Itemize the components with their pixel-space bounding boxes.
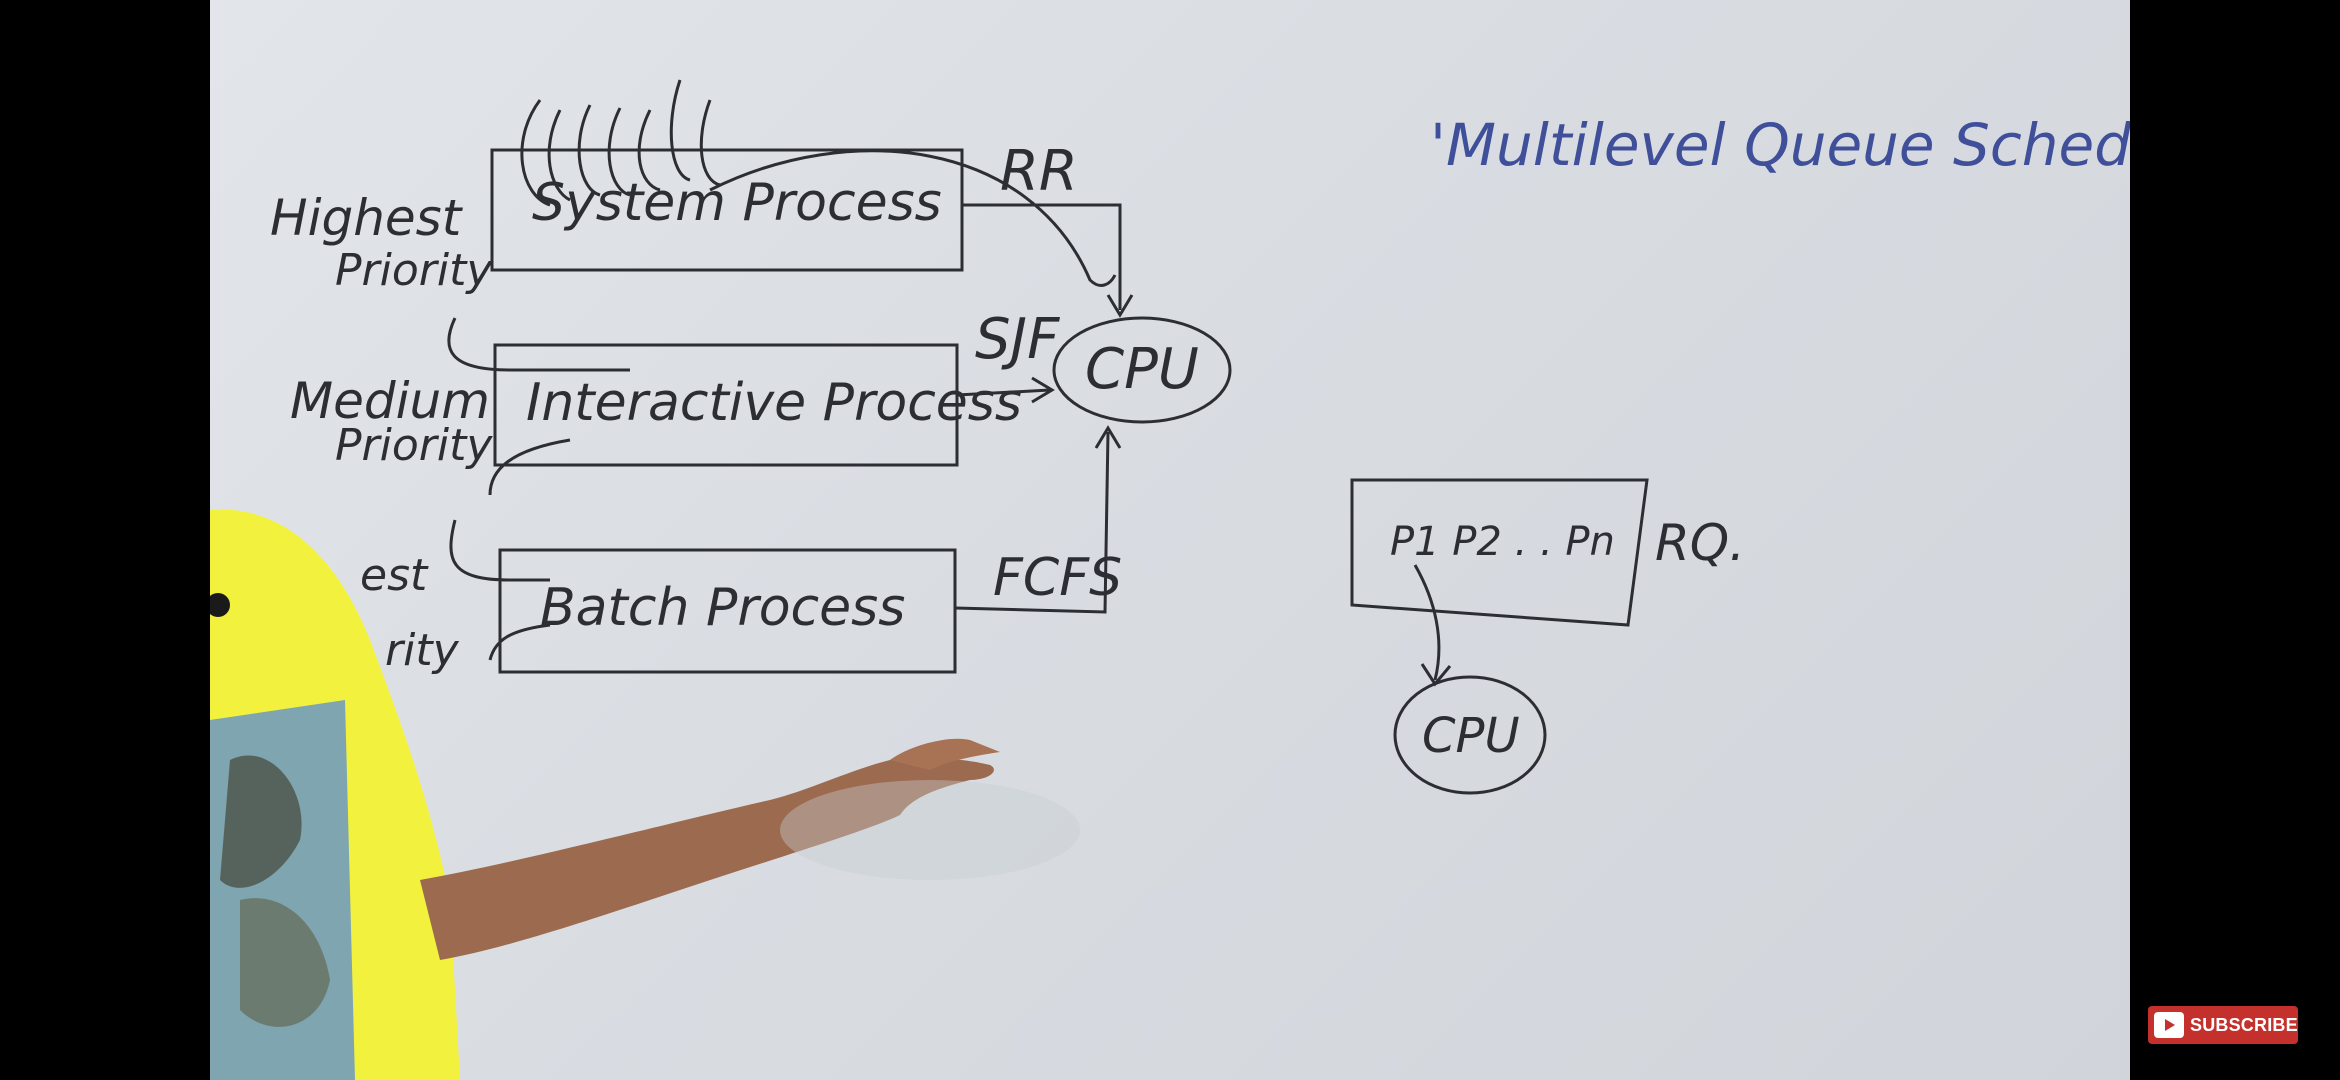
curved-arrow-system [709, 149, 1117, 287]
algorithm-sjf: SJF [975, 307, 1060, 372]
queue-scribble-system [520, 79, 721, 207]
ready-queue-processes: P1 P2 . . Pn [1390, 519, 1615, 565]
rq-cpu-label: CPU [1422, 708, 1520, 764]
queue-name-batch: Batch Process [540, 578, 905, 638]
priority-low-line1: est [360, 550, 429, 601]
priority-high-line1: Highest [270, 189, 464, 247]
priority-medium-line1: Medium [290, 372, 490, 430]
arrow-rq-to-cpu [1413, 564, 1441, 681]
rq-cpu-node [1393, 675, 1547, 795]
priority-high-line2: Priority [335, 245, 493, 296]
priority-low-line2: rity [385, 625, 460, 676]
whiteboard-drawing: 'Multilevel Queue Scheduling' System Pro… [210, 79, 2130, 1080]
queue-name-interactive: Interactive Process [526, 373, 1022, 433]
algorithm-rr: RR [1000, 139, 1078, 204]
queue-box-interactive [493, 343, 959, 467]
queue-bracket-interactive [447, 317, 630, 496]
presenter-arm [420, 757, 994, 960]
priority-medium-line2: Priority [335, 420, 493, 471]
whiteboard: 'Multilevel Queue Scheduling' System Pro… [210, 0, 2130, 1080]
youtube-play-icon [2154, 1012, 2184, 1038]
ready-queue-label: RQ. [1655, 514, 1745, 572]
arrow-interactive-to-cpu [956, 388, 1051, 397]
board-title: 'Multilevel Queue Scheduling' [1430, 111, 2130, 179]
queue-box-batch [498, 548, 957, 674]
queue-bracket-batch [449, 519, 551, 661]
cpu-label: CPU [1085, 337, 1199, 402]
queue-box-system [490, 148, 964, 272]
subscribe-label: SUBSCRIBE [2190, 1014, 2298, 1035]
cpu-node [1052, 316, 1232, 424]
arrow-batch-to-cpu [954, 431, 1110, 614]
arrow-system-to-cpu [962, 203, 1122, 310]
queue-name-system: System Process [532, 173, 942, 233]
presenter [210, 509, 1000, 1080]
ready-queue-box [1350, 478, 1649, 627]
subscribe-button[interactable]: SUBSCRIBE [2148, 1006, 2298, 1044]
algorithm-fcfs: FCFS [993, 548, 1122, 608]
